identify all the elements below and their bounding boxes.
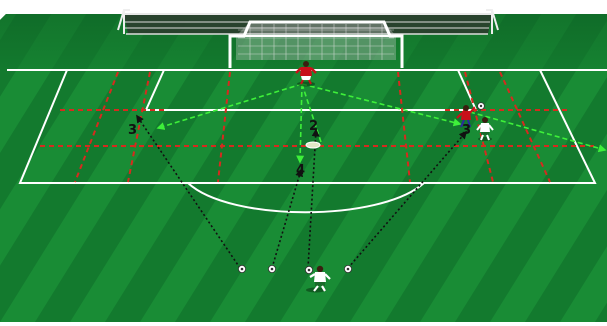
sequence-label-3-left: 3 bbox=[128, 123, 137, 138]
ball-icon bbox=[305, 266, 312, 273]
ball-icon bbox=[344, 265, 351, 272]
sequence-label-3-right: 3 bbox=[462, 123, 471, 138]
sequence-label-1: 2 bbox=[309, 119, 318, 134]
sequence-label-4: 4 bbox=[296, 163, 305, 178]
ball-icon bbox=[268, 265, 275, 272]
ball-icon bbox=[238, 265, 245, 272]
cone-marker bbox=[306, 142, 320, 148]
ball-icon bbox=[478, 103, 485, 110]
